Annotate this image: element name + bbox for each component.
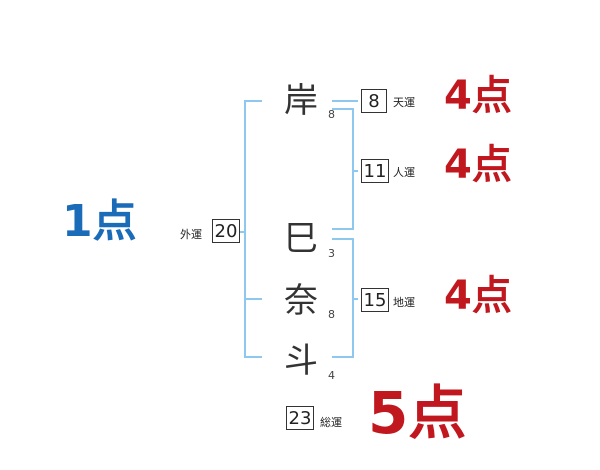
outer-bracket-vertical <box>244 100 246 358</box>
jin-value-box: 11 <box>361 159 389 183</box>
surname-char-1: 岸 <box>284 81 318 121</box>
gai-score: 1点 <box>62 196 137 247</box>
given-strokes-2: 8 <box>328 308 335 321</box>
gai-label: 外運 <box>180 228 202 241</box>
sou-score: 5点 <box>368 379 467 447</box>
jin-bracket-top <box>332 108 354 110</box>
ten-label: 天運 <box>393 96 415 109</box>
given-char-3: 斗 <box>284 341 318 381</box>
given-char-2: 奈 <box>284 281 318 321</box>
chi-bracket-bottom <box>332 356 354 358</box>
outer-bracket-top-tick <box>244 100 262 102</box>
ten-connector <box>332 100 358 102</box>
given-char-1: 巳 <box>284 219 318 259</box>
chi-score: 4点 <box>444 273 512 319</box>
jin-bracket-vertical <box>352 108 354 230</box>
chi-label: 地運 <box>393 296 415 309</box>
given-strokes-1: 3 <box>328 247 335 260</box>
ten-value-box: 8 <box>361 89 387 113</box>
chi-bracket-mid <box>352 298 358 300</box>
jin-bracket-bottom <box>332 228 354 230</box>
ten-score: 4点 <box>444 73 512 119</box>
chi-bracket-top <box>332 238 354 240</box>
jin-bracket-mid <box>352 170 358 172</box>
chi-value-box: 15 <box>361 288 389 312</box>
jin-label: 人運 <box>393 166 415 179</box>
sou-label: 総運 <box>320 416 342 429</box>
surname-strokes-1: 8 <box>328 108 335 121</box>
gai-value-box: 20 <box>212 219 240 243</box>
given-strokes-3: 4 <box>328 369 335 382</box>
jin-score: 4点 <box>444 142 512 188</box>
sou-value-box: 23 <box>286 406 314 430</box>
outer-bracket-bottom-tick <box>244 356 262 358</box>
outer-bracket-given-tick <box>244 298 262 300</box>
